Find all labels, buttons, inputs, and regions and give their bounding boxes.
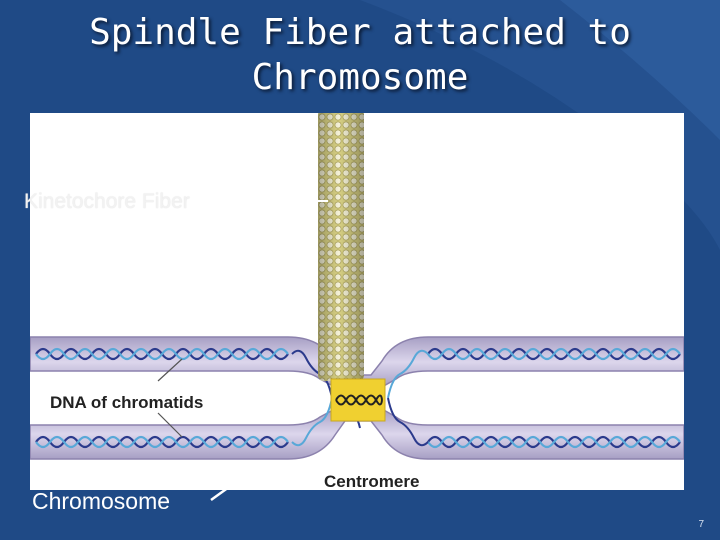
title-line-1: Spindle Fiber attached to <box>89 12 631 53</box>
dna-pointer-lower <box>157 412 183 438</box>
chromosome-label: Chromosome <box>32 488 171 514</box>
dna-label: DNA of chromatids <box>50 393 203 412</box>
page-number: 7 <box>698 519 704 530</box>
dna-pointer-upper <box>157 358 183 382</box>
dna-helix-upper <box>35 347 681 361</box>
kinetochore-fiber-label: Kinetochore Fiber <box>24 190 190 213</box>
centromere <box>330 378 386 422</box>
chromosome-arrow <box>210 460 267 502</box>
dna-helix-lower <box>35 435 681 449</box>
diagram-panel: DNA of chromatids Centromere <box>30 113 684 490</box>
centromere-label: Centromere <box>324 472 419 490</box>
title-line-2: Chromosome <box>251 57 469 98</box>
chromosome-diagram: DNA of chromatids Centromere <box>30 113 684 490</box>
slide-title: Spindle Fiber attached to Chromosome <box>0 10 720 100</box>
kinetochore-fiber <box>318 113 364 381</box>
